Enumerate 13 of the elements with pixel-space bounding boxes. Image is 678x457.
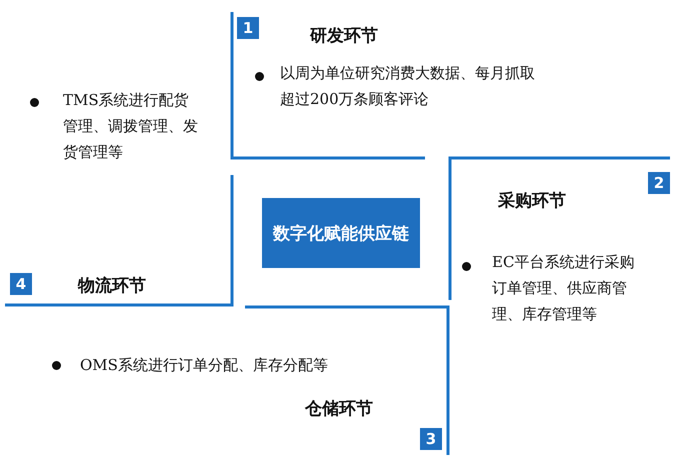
bullet-text: EC平台系统进行采购订单管理、供应商管理、库存管理等 [492,252,636,325]
bullet-text: 以周为单位研究消费大数据、每月抓取超过200万条顾客评论 [280,63,535,110]
bullet-text: TMS系统进行配货管理、调拨管理、发货管理等 [63,90,199,163]
section-heading: 仓储环节 [305,398,373,420]
center-box: 数字化赋能供应链 [262,198,420,268]
number-badge: 4 [10,273,32,295]
section-heading: 物流环节 [78,275,146,297]
bullet-text: OMS系统进行订单分配、库存分配等 [80,355,329,376]
number-badge: 2 [648,172,670,194]
section-heading: 采购环节 [498,190,566,212]
section-heading: 研发环节 [310,25,378,47]
number-badge: 3 [420,428,442,450]
number-badge: 1 [237,17,259,39]
